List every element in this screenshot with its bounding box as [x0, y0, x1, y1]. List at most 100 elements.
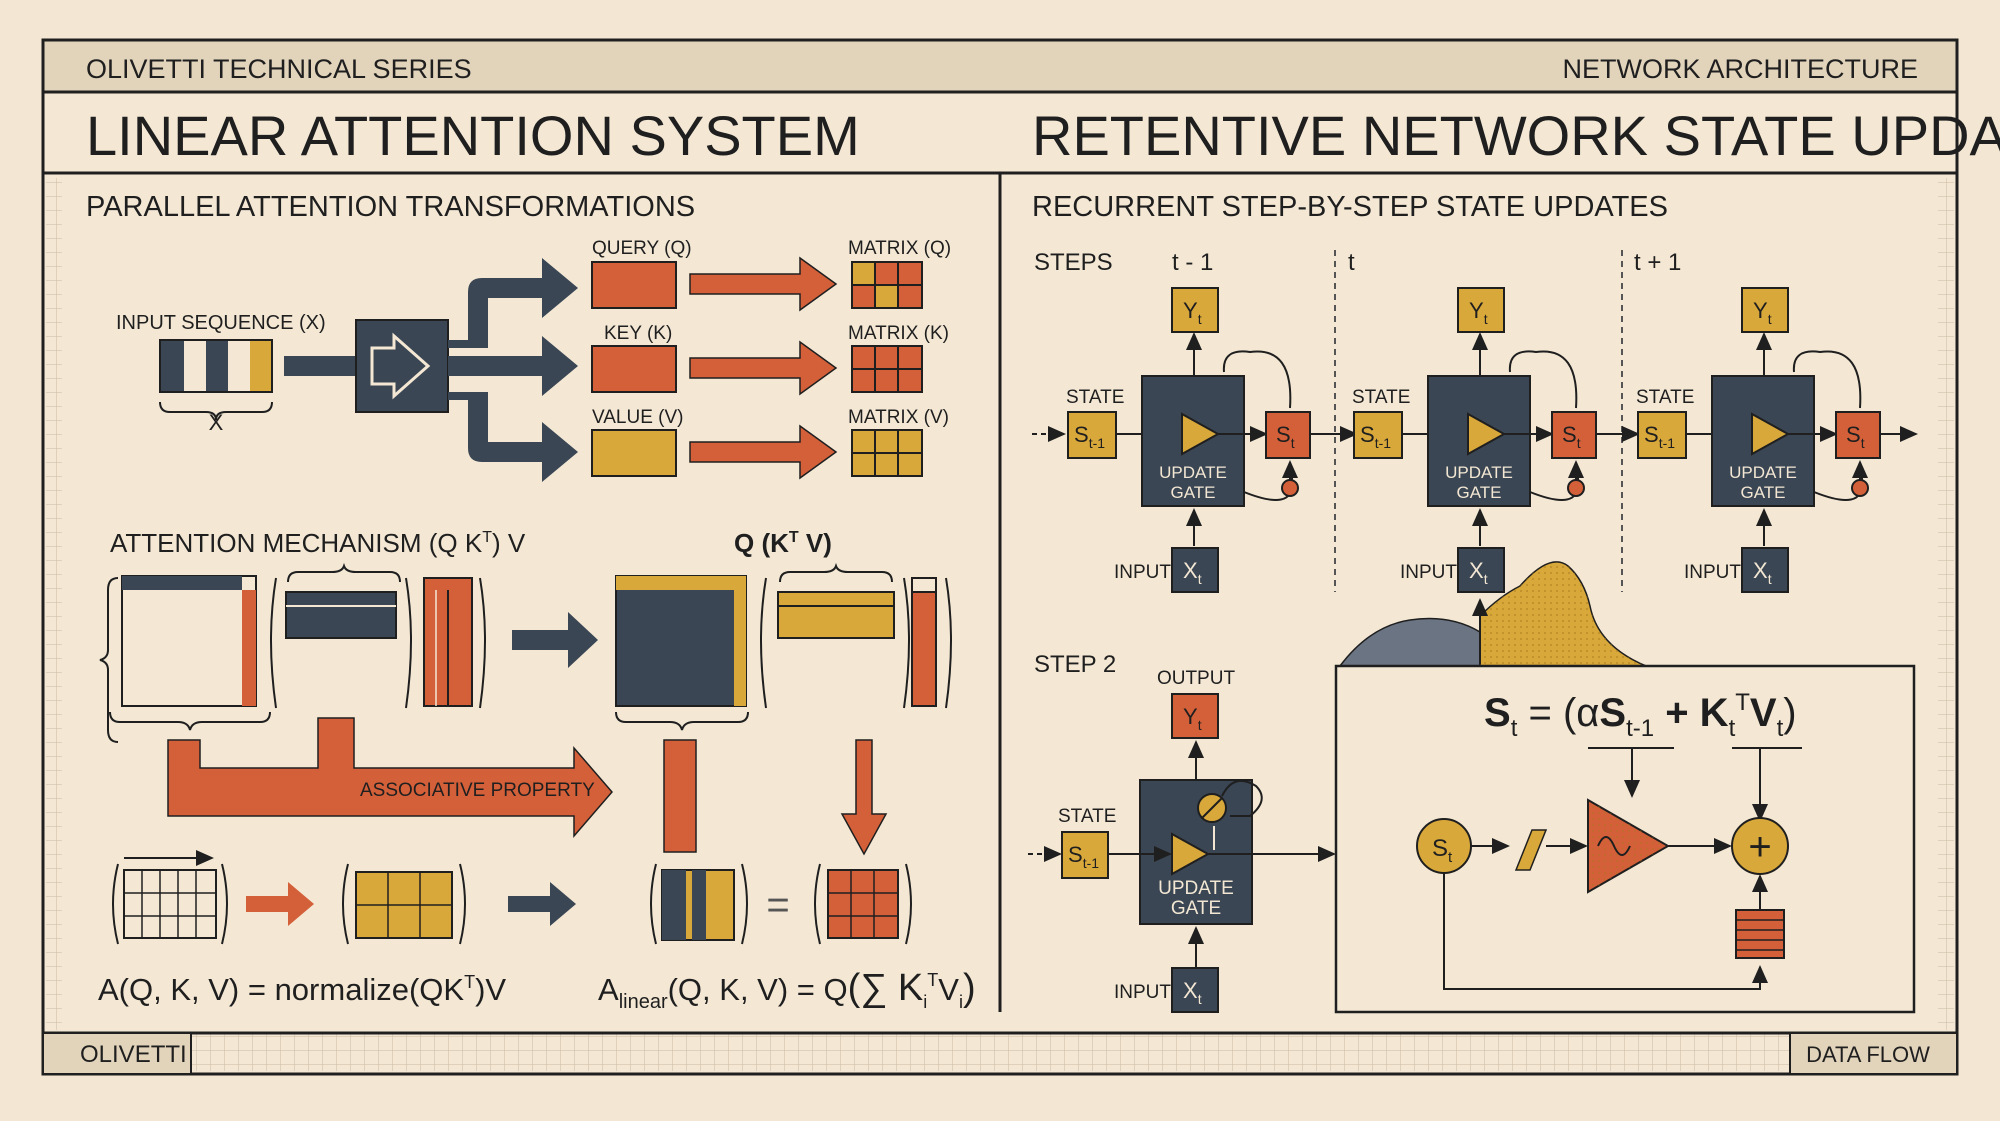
qk-matrix-group	[99, 562, 486, 743]
sum-node-symbol: +	[1748, 825, 1771, 869]
equals-sign: =	[766, 883, 789, 927]
distribution-curves	[1338, 561, 1647, 667]
output-y-box	[1171, 287, 1219, 333]
matrix-q-label: MATRIX (Q)	[848, 238, 951, 259]
state-out-symbol: St	[1562, 422, 1581, 451]
state-prev-box	[1353, 411, 1403, 459]
output-y-box	[1457, 287, 1505, 333]
qktv-matrix-group	[615, 562, 952, 731]
input-label: INPUT	[1684, 562, 1741, 583]
output-y-box	[1741, 287, 1789, 333]
state-prev-symbol: St-1	[1644, 422, 1675, 451]
input-label: INPUT	[1114, 562, 1171, 583]
matrix-k	[851, 345, 923, 393]
input-brace-label: X	[209, 410, 224, 435]
formula-standard: A(Q, K, V) = normalize(QKT)V	[98, 972, 506, 1007]
recurrent-cell-2: STATE St-1 UPDATE GATE St Yt Xt INPUT	[1352, 287, 1640, 593]
step2-state-label: STATE	[1058, 806, 1116, 827]
matrix-v-label: MATRIX (V)	[848, 407, 949, 428]
input-x-box	[1741, 547, 1789, 593]
input-x-box	[1457, 547, 1505, 593]
update-gate	[1141, 375, 1245, 507]
input-x-symbol: Xt	[1469, 558, 1488, 587]
recurrent-cell-1: STATE St-1 UPDATE GATE St Yt Xt INPUT	[1032, 287, 1358, 593]
series-label: OLIVETTI TECHNICAL SERIES	[86, 54, 472, 84]
output-y-symbol: Yt	[1753, 298, 1772, 327]
memory-stack	[1735, 909, 1785, 959]
input-sequence-label: INPUT SEQUENCE (X)	[116, 312, 326, 334]
bottom-arrow-1	[246, 882, 314, 926]
step2-input-x-symbol: Xt	[1183, 978, 1202, 1007]
step2-cell: OUTPUT Yt UPDATE GATE STATE St-1 Xt INPU…	[1028, 668, 1336, 1013]
input-x-box	[1171, 547, 1219, 593]
header-band	[41, 38, 1959, 94]
state-label: STATE	[1066, 387, 1124, 408]
input-sequence-block	[159, 339, 273, 421]
value-box	[591, 429, 677, 477]
bottom-stripe-matrix	[650, 863, 748, 945]
step2-label: STEP 2	[1034, 651, 1116, 678]
associative-arrow	[167, 717, 613, 839]
state-label: STATE	[1636, 387, 1694, 408]
retention-equation: St = (αSt-1 + KtTVt)	[1484, 689, 1797, 742]
svg-text:UPDATE: UPDATE	[1445, 463, 1513, 482]
attention-label: ATTENTION MECHANISM (Q KT) V	[110, 528, 526, 558]
svg-text:GATE: GATE	[1171, 898, 1221, 919]
state-out-box	[1551, 411, 1597, 459]
step2-output-y-symbol: Yt	[1183, 704, 1202, 733]
input-x-symbol: Xt	[1753, 558, 1772, 587]
step2-state-prev-box	[1061, 831, 1109, 879]
state-out-symbol: St	[1846, 422, 1865, 451]
state-prev-symbol: St-1	[1074, 422, 1105, 451]
bottom-grid-matrix	[112, 850, 228, 945]
grid-margin-left	[46, 178, 62, 1030]
associative-label: ASSOCIATIVE PROPERTY	[360, 780, 595, 801]
step2-state-prev-symbol: St-1	[1068, 842, 1099, 871]
footer-right: DATA FLOW	[1806, 1042, 1930, 1067]
bottom-arrow-2	[508, 882, 576, 926]
input-label: INPUT	[1400, 562, 1457, 583]
query-label: QUERY (Q)	[592, 238, 692, 259]
input-arrow	[284, 356, 356, 376]
attention-arrow	[512, 612, 598, 668]
step-time-2: t	[1348, 249, 1355, 276]
step2-input-x-box	[1171, 967, 1219, 1013]
key-label: KEY (K)	[604, 323, 672, 344]
bottom-mustard-matrix	[342, 863, 466, 945]
retention-circuit: St +	[1416, 798, 1789, 990]
state-label: STATE	[1352, 387, 1410, 408]
matrix-arrows	[689, 256, 838, 480]
state-prev-box	[1637, 411, 1687, 459]
recurrent-cell-3: STATE St-1 UPDATE GATE St Yt Xt INPUT	[1636, 287, 1918, 593]
footer-left: OLIVETTI	[80, 1041, 187, 1068]
output-y-symbol: Yt	[1183, 298, 1202, 327]
matrix-q	[851, 261, 923, 309]
step2-output-label: OUTPUT	[1157, 668, 1236, 689]
svg-text:UPDATE: UPDATE	[1729, 463, 1797, 482]
down-arrow	[840, 739, 888, 856]
right-subtitle: RECURRENT STEP-BY-STEP STATE UPDATES	[1032, 191, 1668, 223]
svg-text:GATE: GATE	[1740, 483, 1785, 502]
steps-label: STEPS	[1034, 249, 1113, 276]
decay-slash	[1514, 829, 1548, 871]
step-time-3: t + 1	[1634, 249, 1681, 276]
projection-block	[355, 319, 449, 413]
grid-footer	[190, 1033, 1790, 1071]
left-title: LINEAR ATTENTION SYSTEM	[86, 104, 860, 167]
state-prev-box	[1067, 411, 1117, 459]
svg-text:UPDATE: UPDATE	[1159, 463, 1227, 482]
matrix-k-label: MATRIX (K)	[848, 323, 949, 344]
right-title: RETENTIVE NETWORK STATE UPDATES	[1032, 104, 2000, 167]
value-label: VALUE (V)	[592, 407, 684, 428]
branch-arrows	[448, 258, 578, 482]
svg-text:UPDATE: UPDATE	[1158, 878, 1234, 899]
state-out-box	[1265, 411, 1311, 459]
key-box	[591, 345, 677, 393]
svg-text:GATE: GATE	[1170, 483, 1215, 502]
section-label: NETWORK ARCHITECTURE	[1562, 54, 1918, 84]
bottom-result-matrix	[814, 863, 912, 945]
svg-text:GATE: GATE	[1456, 483, 1501, 502]
state-out-symbol: St	[1276, 422, 1295, 451]
